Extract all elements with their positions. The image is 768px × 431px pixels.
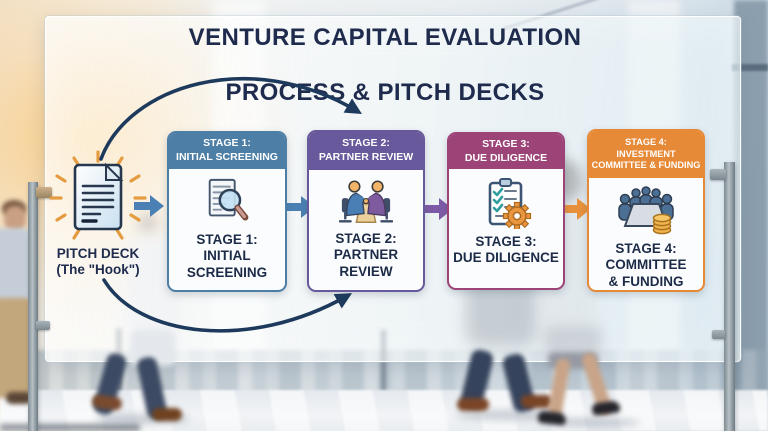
window-frame-bar: [732, 64, 768, 71]
floor-shadow: [455, 410, 565, 420]
stage-4-card: STAGE 4: INVESTMENT COMMITTEE & FUNDING: [587, 129, 705, 292]
panel-bracket: [36, 187, 52, 198]
diagram-title: VENTURE CAPITAL EVALUATION PROCESS & PIT…: [150, 24, 620, 106]
stage-2-label: STAGE 2: PARTNER REVIEW: [333, 231, 399, 279]
left-man-pants: [0, 298, 32, 398]
stage-3-header: STAGE 3: DUE DILIGENCE: [449, 134, 563, 169]
flow-arrow-4: [561, 198, 591, 220]
coin-stack: [652, 213, 672, 235]
stage-4-header: STAGE 4: INVESTMENT COMMITTEE & FUNDING: [589, 131, 703, 178]
stage-3-card: STAGE 3: DUE DILIGENCE: [447, 132, 565, 290]
left-man-shirt: [0, 228, 32, 304]
panel-bracket: [710, 169, 726, 180]
stage-1-card: STAGE 1: INITIAL SCREENING STAGE 1: INIT…: [167, 131, 287, 292]
floor-shadow: [95, 414, 190, 424]
walker-b-shoe: [521, 395, 553, 408]
walker-b-shoe: [457, 398, 489, 411]
floor-shadow: [540, 418, 640, 427]
committee-coins-icon: [618, 186, 674, 235]
stage-4-label: STAGE 4: COMMITTEE & FUNDING: [605, 241, 687, 289]
walker-a-shoe: [152, 408, 182, 421]
title-line-1: VENTURE CAPITAL EVALUATION: [188, 24, 582, 51]
stage-3-label: STAGE 3: DUE DILIGENCE: [453, 234, 559, 266]
floor-shadow: [0, 424, 140, 431]
stage-2-card: STAGE 2: PARTNER REVIEW STAGE 2: PARTNER…: [307, 130, 425, 292]
title-line-2: PROCESS & PITCH DECKS: [225, 78, 545, 106]
panel-bracket: [36, 321, 50, 330]
handshake-meeting-icon: [339, 180, 393, 223]
left-man-shoe: [6, 392, 32, 404]
panel-stand-right: [724, 162, 735, 431]
panel-stand-left: [28, 182, 38, 431]
pitch-document-icon: [49, 150, 147, 240]
stage-1-label: STAGE 1: INITIAL SCREENING: [186, 232, 268, 280]
left-man-head: [4, 206, 26, 232]
stage-1-header: STAGE 1: INITIAL SCREENING: [169, 133, 285, 169]
stage-2-header: STAGE 2: PARTNER REVIEW: [309, 132, 423, 170]
clipboard-gear-icon: [488, 178, 532, 229]
pitch-deck-label: PITCH DECK (The "Hook"): [56, 246, 140, 277]
document-magnifier-icon: [208, 178, 249, 221]
flow-arrow-1: [134, 195, 164, 217]
sunburst-rays: [49, 150, 147, 240]
flow-arrow-3: [423, 198, 453, 220]
panel-bracket: [712, 330, 725, 339]
gear-glyph: [502, 201, 532, 229]
